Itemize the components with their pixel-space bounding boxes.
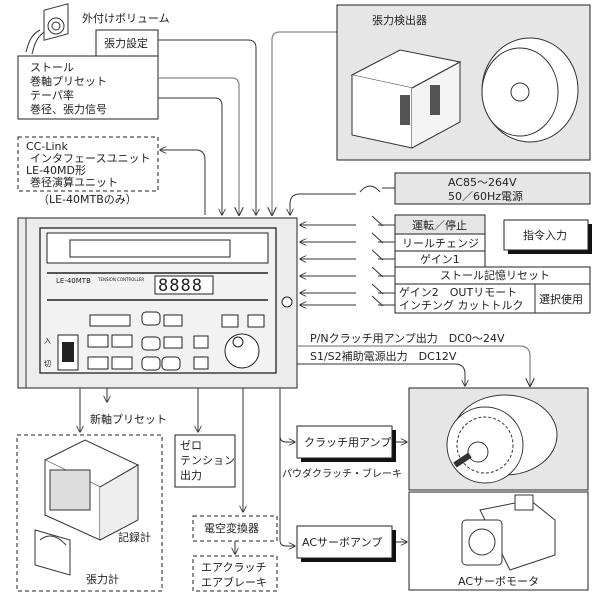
- zero-tension-line: 出力: [180, 468, 202, 482]
- recorder-icon: [43, 439, 140, 541]
- ep-converter-box: [192, 515, 278, 542]
- pn-clutch-output: P/Nクラッチ用アンプ出力 DC0～24V: [310, 331, 505, 345]
- settings-box: [17, 55, 159, 120]
- command-reel-change: リールチェンジ: [402, 237, 479, 250]
- clutch-amp-label: クラッチ用アンプ: [304, 436, 391, 449]
- servo-motor-label: ACサーボモータ: [458, 575, 539, 588]
- powder-clutch-label: パウダクラッチ・ブレーキ: [282, 467, 402, 480]
- external-volume-label: 外付けボリューム: [82, 12, 170, 25]
- command-input-label: 指令入力: [523, 228, 567, 242]
- options-line: 巻径演算ユニット: [30, 175, 118, 189]
- zero-tension-line: ゼロ: [180, 439, 202, 452]
- zero-tension-box: [174, 434, 236, 488]
- settings-line: ストール: [30, 61, 74, 74]
- power-line: 50／60Hz電源: [448, 189, 523, 203]
- power-supply-box: [394, 172, 591, 205]
- new-shaft-preset-label: 新軸プリセット: [90, 412, 167, 426]
- settings-line: 巻径、張力信号: [30, 103, 107, 116]
- panel-buttons[interactable]: [87, 311, 265, 371]
- servo-motor-icon: [461, 494, 556, 571]
- volume-knob-icon: [25, 3, 69, 55]
- seven-segment-display: 8888: [158, 276, 203, 296]
- power-line: AC85～264V: [448, 176, 517, 189]
- command-inputs: 運転／停止 リールチェンジ ゲイン1 ストール記憶リセット ゲイン2 OUTリモ…: [394, 214, 591, 314]
- recorder-label: 記録計: [118, 530, 151, 544]
- options-note: （LE-40MTBのみ）: [38, 193, 137, 206]
- select-use-label: 選択使用: [539, 292, 583, 306]
- screw-icon: [281, 296, 293, 308]
- command-run-stop: 運転／停止: [412, 218, 467, 232]
- air-clutch-line: エアクラッチ: [201, 561, 266, 574]
- controller-subtitle: TENSION CONTROLLER: [97, 277, 144, 282]
- tension-meter-label: 張力計: [86, 572, 119, 586]
- servo-amp-label: ACサーボアンプ: [302, 536, 382, 549]
- controller-model: LE-40MTB: [56, 277, 91, 285]
- command-input-box: [503, 219, 589, 251]
- tension-meter-icon: [34, 529, 71, 576]
- tension-setting-box: [95, 29, 159, 57]
- options-box: [17, 136, 159, 192]
- powder-clutch-icon: [446, 394, 558, 484]
- settings-line: 巻軸プリセット: [30, 74, 107, 88]
- options-line: インタフェースユニット: [30, 152, 150, 165]
- command-gain1: ゲイン1: [420, 253, 460, 266]
- air-clutch-box: [192, 555, 278, 592]
- power-off-label: 切: [44, 360, 51, 368]
- switch-lines: [300, 215, 395, 306]
- clutch-amp-box: [296, 425, 393, 459]
- options-line: CC-Link: [26, 140, 68, 153]
- servo-amp-box: [296, 525, 393, 559]
- tension-setting-label: 張力設定: [104, 36, 148, 50]
- tension-detector-label: 張力検出器: [372, 13, 427, 27]
- command-stall-reset: ストール記憶リセット: [440, 268, 550, 282]
- aux-power-output: S1/S2補助電源出力 DC12V: [310, 349, 457, 363]
- settings-line: テーパ率: [30, 88, 74, 102]
- command-selectable: インチング カットトルク: [399, 298, 524, 312]
- power-on-label: 入: [44, 337, 51, 345]
- options-line: LE-40MD形: [26, 164, 86, 177]
- tension-detector-icon: [350, 37, 579, 149]
- ep-converter-label: 電空変換器: [204, 521, 259, 535]
- zero-tension-line: テンション: [180, 454, 235, 467]
- command-selectable: ゲイン2 OUTリモート: [399, 286, 517, 299]
- air-clutch-line: エアブレーキ: [201, 575, 267, 589]
